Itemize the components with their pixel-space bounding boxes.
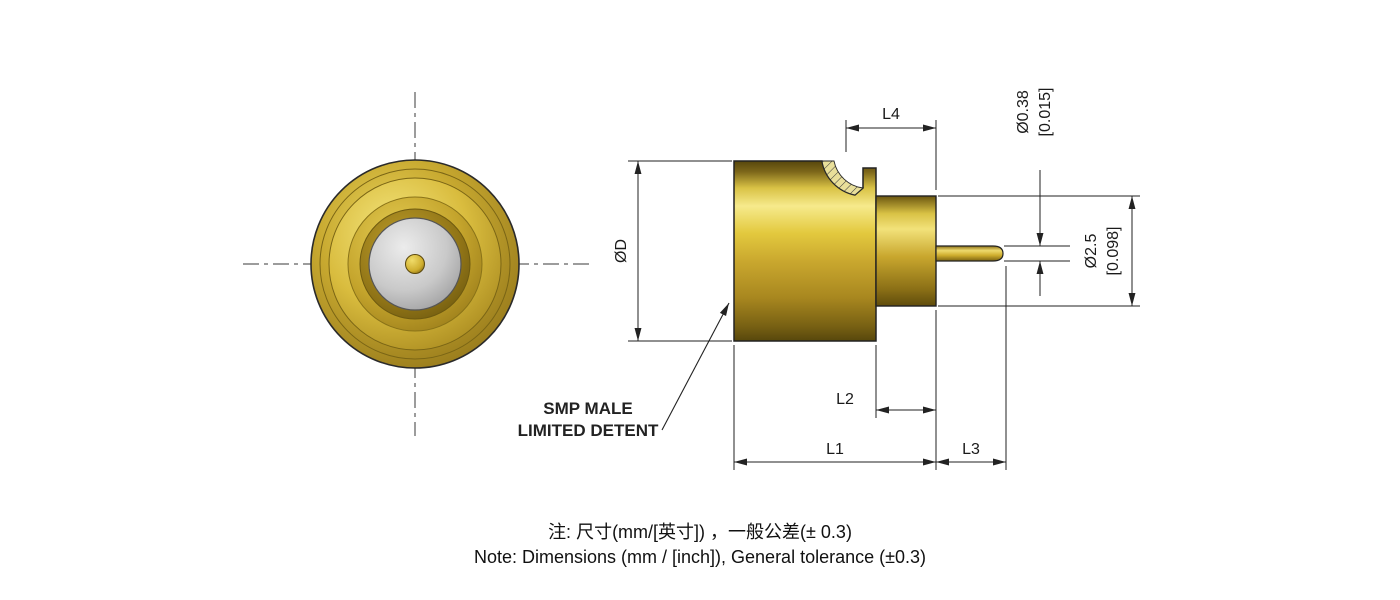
center-pin-side: [935, 245, 1004, 262]
dim-L4: L4: [845, 106, 937, 190]
detent-section-hatch: [821, 160, 865, 196]
dim-L1-label: L1: [826, 441, 844, 458]
dim-step-diameter: Ø2.5 [0.098]: [938, 195, 1140, 307]
interface-step: [875, 195, 937, 307]
dim-L1: L1: [733, 345, 936, 470]
note-chinese: 注: 尺寸(mm/[英寸]) ，一般公差(± 0.3): [548, 522, 852, 542]
side-view: [733, 160, 1004, 342]
dim-pin-mm-label: Ø0.38: [1015, 90, 1032, 134]
dim-step-inch-label: [0.098]: [1105, 227, 1122, 276]
front-view: [243, 92, 590, 436]
shell-edge-ring: [319, 168, 511, 360]
dim-L3: L3: [936, 266, 1007, 470]
dim-L3-label: L3: [962, 441, 980, 458]
callout-smp: SMP MALE LIMITED DETENT: [518, 302, 730, 440]
dim-L2: L2: [836, 310, 937, 470]
dim-body-diameter: ØD: [613, 160, 732, 342]
dim-L4-label: L4: [882, 106, 900, 123]
center-pin-front: [405, 254, 425, 274]
dim-body-diameter-label: ØD: [613, 239, 630, 263]
dim-pin-inch-label: [0.015]: [1037, 88, 1054, 137]
dim-L2-label: L2: [836, 391, 854, 408]
callout-line2: LIMITED DETENT: [518, 421, 659, 440]
dim-step-mm-label: Ø2.5: [1083, 234, 1100, 269]
callout-leader-arrow: [661, 302, 730, 431]
note-english: Note: Dimensions (mm / [inch]), General …: [474, 547, 926, 567]
callout-line1: SMP MALE: [543, 399, 632, 418]
notes: 注: 尺寸(mm/[英寸]) ，一般公差(± 0.3) Note: Dimens…: [474, 522, 926, 567]
dim-pin-diameter: Ø0.38 [0.015]: [1004, 88, 1070, 296]
